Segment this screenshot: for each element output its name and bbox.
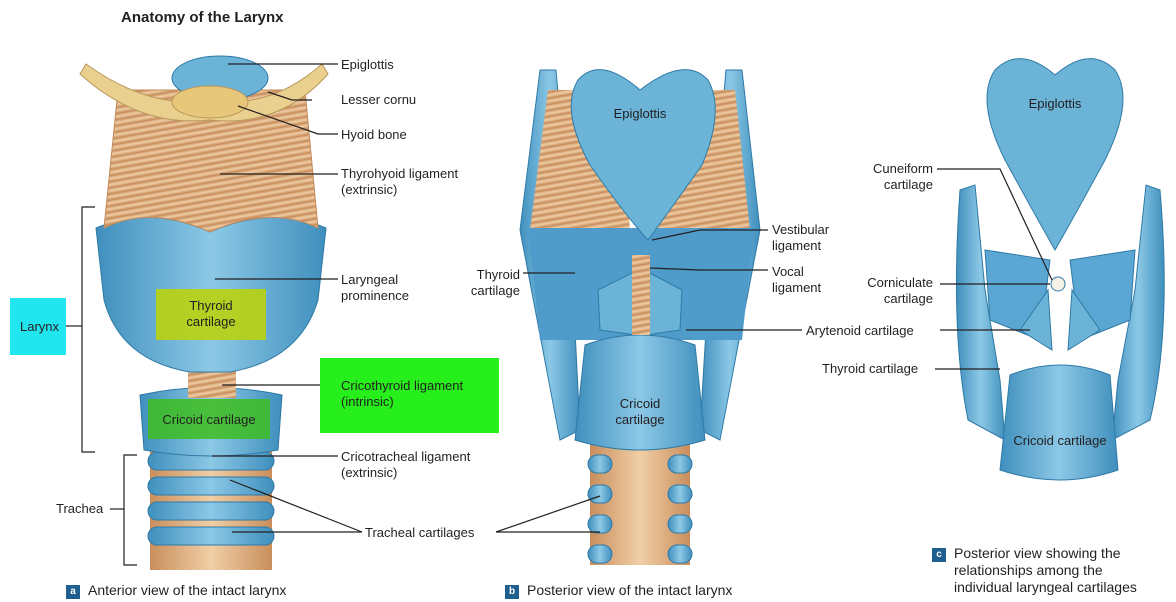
posterior-larynx-drawing	[520, 70, 760, 565]
label-corniculate-line2: cartilage	[846, 291, 933, 307]
label-thyroid-b-line1: Thyroid	[450, 267, 520, 283]
caption-c: c Posterior view showing the relationship…	[932, 545, 1137, 596]
label-thyrohyoid-ligament: Thyrohyoid ligament (extrinsic)	[341, 166, 458, 198]
caption-c-line2: relationships among the	[932, 562, 1137, 579]
caption-c-line1: c Posterior view showing the	[932, 545, 1137, 562]
label-cuneiform-cartilage: Cuneiform cartilage	[850, 161, 933, 193]
label-vestibular-ligament: Vestibular ligament	[772, 222, 829, 254]
label-cricothyroid-ligament: Cricothyroid ligament (intrinsic)	[341, 378, 463, 410]
label-thyrohyoid-line2: (extrinsic)	[341, 182, 458, 198]
label-thyroid-a-line2: cartilage	[156, 314, 266, 330]
label-tracheal-cartilages: Tracheal cartilages	[365, 525, 474, 541]
caption-a: a Anterior view of the intact larynx	[66, 582, 286, 599]
label-arytenoid-cartilage: Arytenoid cartilage	[806, 323, 914, 339]
badge-a: a	[66, 585, 80, 599]
label-cuneiform-line1: Cuneiform	[850, 161, 933, 177]
label-epiglottis-c: Epiglottis	[1015, 96, 1095, 112]
badge-b: b	[505, 585, 519, 599]
label-corniculate-line1: Corniculate	[846, 275, 933, 291]
caption-a-text: Anterior view of the intact larynx	[88, 582, 286, 598]
label-vestibular-line2: ligament	[772, 238, 829, 254]
label-cricoid-cartilage-a: Cricoid cartilage	[148, 412, 270, 428]
label-cricoid-cartilage-b: Cricoid cartilage	[600, 396, 680, 428]
label-epiglottis-b: Epiglottis	[600, 106, 680, 122]
label-corniculate-cartilage: Corniculate cartilage	[846, 275, 933, 307]
caption-c-line3: individual laryngeal cartilages	[932, 579, 1137, 596]
label-hyoid-bone: Hyoid bone	[341, 127, 407, 143]
badge-c: c	[932, 548, 946, 562]
label-thyroid-cartilage-c: Thyroid cartilage	[822, 361, 918, 377]
label-laryngeal-line2: prominence	[341, 288, 409, 304]
label-cricothyroid-line1: Cricothyroid ligament	[341, 378, 463, 394]
label-cricotracheal-line2: (extrinsic)	[341, 465, 470, 481]
caption-b: b Posterior view of the intact larynx	[505, 582, 732, 599]
label-cuneiform-line2: cartilage	[850, 177, 933, 193]
label-trachea: Trachea	[56, 501, 103, 517]
label-cricoid-b-line2: cartilage	[600, 412, 680, 428]
label-thyroid-cartilage-a: Thyroid cartilage	[156, 298, 266, 330]
label-cricotracheal-ligament: Cricotracheal ligament (extrinsic)	[341, 449, 470, 481]
label-thyroid-cartilage-b: Thyroid cartilage	[450, 267, 520, 299]
exploded-cartilages-drawing	[956, 59, 1164, 480]
label-vocal-ligament: Vocal ligament	[772, 264, 821, 296]
label-vestibular-line1: Vestibular	[772, 222, 829, 238]
label-laryngeal-prominence: Laryngeal prominence	[341, 272, 409, 304]
label-epiglottis-a: Epiglottis	[341, 57, 394, 73]
label-thyrohyoid-line1: Thyrohyoid ligament	[341, 166, 458, 182]
label-cricotracheal-line1: Cricotracheal ligament	[341, 449, 470, 465]
diagram-title: Anatomy of the Larynx	[121, 9, 284, 26]
caption-b-text: Posterior view of the intact larynx	[527, 582, 732, 598]
label-cricoid-b-line1: Cricoid	[600, 396, 680, 412]
label-thyroid-a-line1: Thyroid	[156, 298, 266, 314]
label-cricothyroid-line2: (intrinsic)	[341, 394, 463, 410]
label-larynx: Larynx	[20, 319, 59, 335]
label-cricoid-cartilage-c: Cricoid cartilage	[1000, 433, 1120, 449]
label-vocal-line2: ligament	[772, 280, 821, 296]
label-thyroid-b-line2: cartilage	[450, 283, 520, 299]
label-laryngeal-line1: Laryngeal	[341, 272, 409, 288]
label-lesser-cornu: Lesser cornu	[341, 92, 416, 108]
label-vocal-line1: Vocal	[772, 264, 821, 280]
caption-c-text1: Posterior view showing the	[954, 545, 1121, 561]
